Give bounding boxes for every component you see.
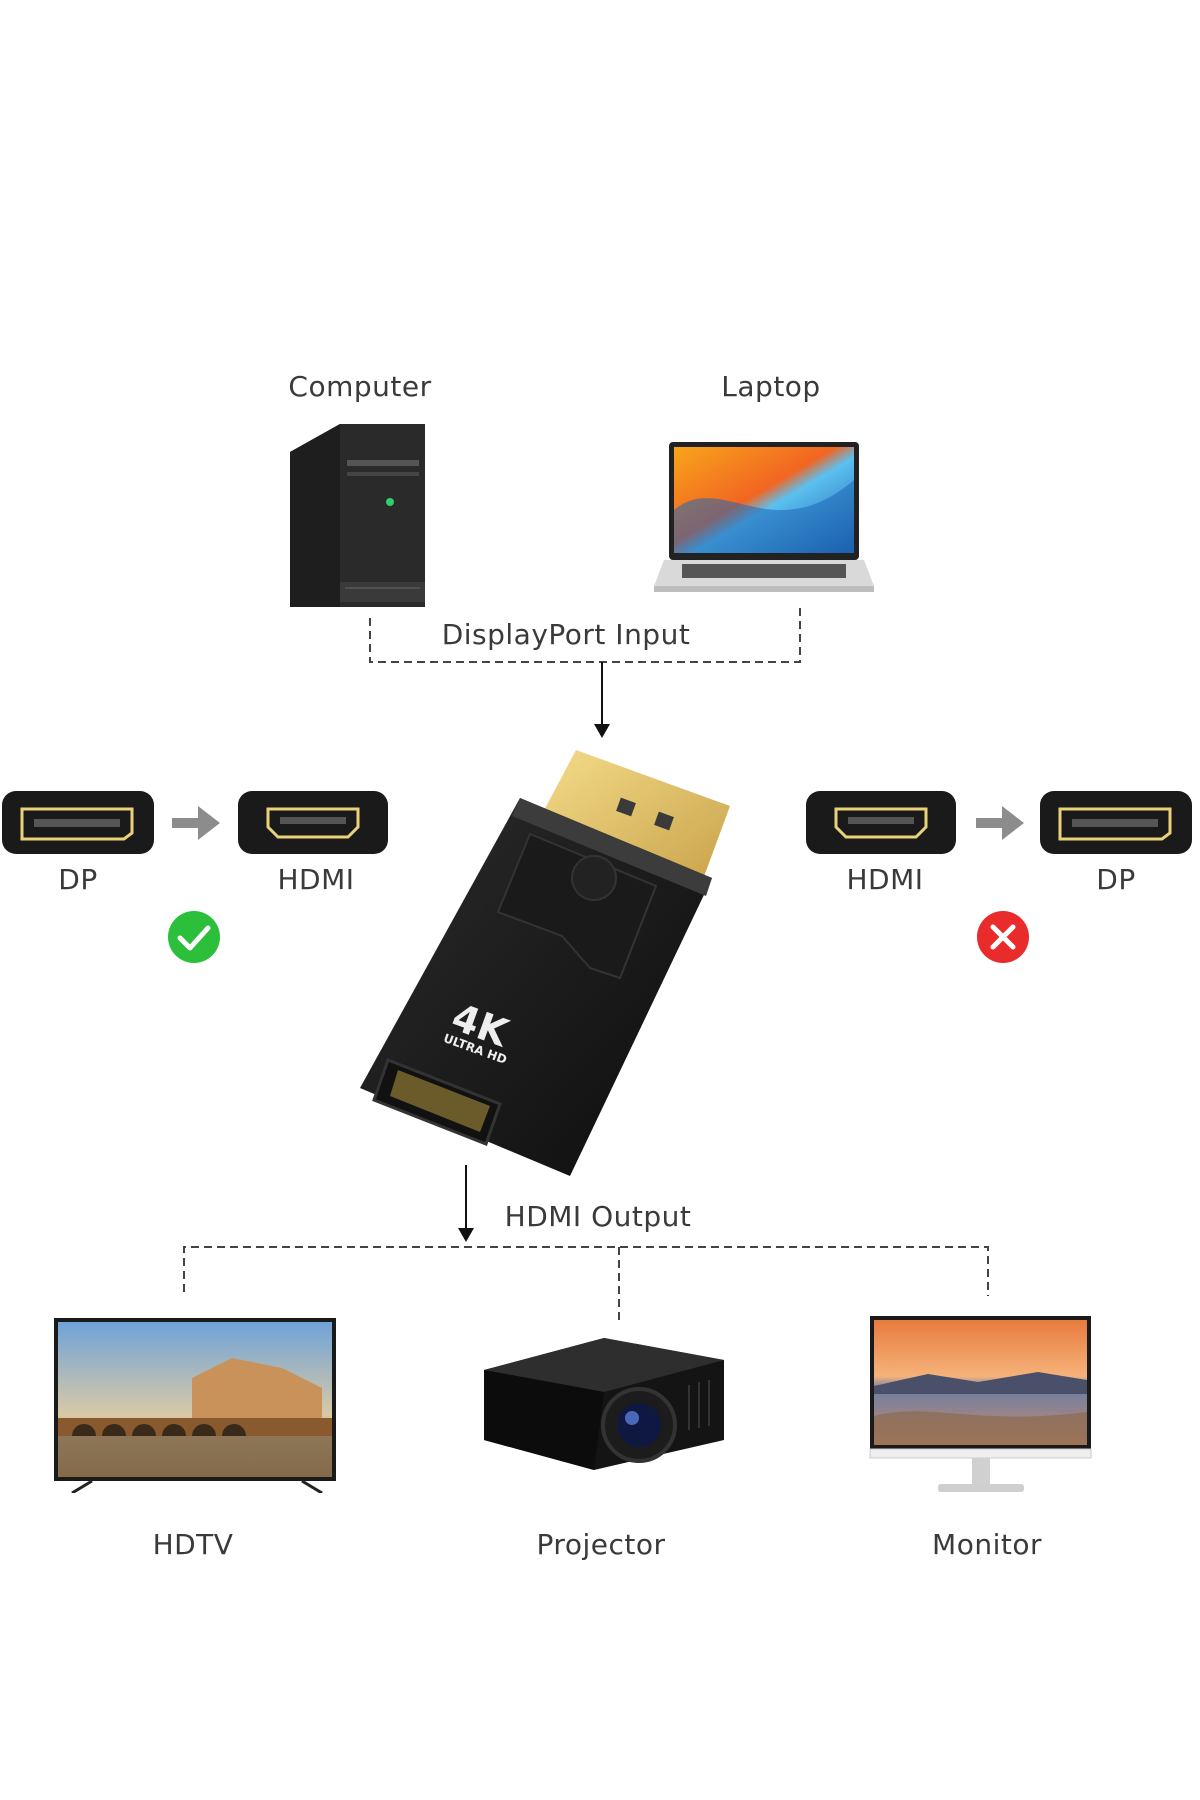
- dp-port-icon-right: [1040, 791, 1192, 854]
- monitor-icon: [869, 1316, 1092, 1492]
- arrow-right-icon-2: [976, 806, 1024, 840]
- hdmi-port-icon-right: [806, 791, 956, 854]
- hdmi-output-caption: HDMI Output: [504, 1200, 692, 1233]
- arrow-right-icon: [172, 806, 220, 840]
- computer-label: Computer: [288, 370, 432, 403]
- monitor-label: Monitor: [932, 1528, 1042, 1561]
- cross-icon: [977, 911, 1029, 963]
- dp-port-icon: [2, 791, 154, 854]
- displayport-input-caption: DisplayPort Input: [441, 618, 691, 651]
- laptop-icon: [654, 442, 874, 592]
- projector-icon: [484, 1338, 724, 1470]
- hdtv-icon: [54, 1318, 336, 1493]
- dp-label-left: DP: [58, 863, 98, 896]
- dp-label-right: DP: [1096, 863, 1136, 896]
- dp-to-hdmi-adapter-image: [360, 750, 730, 1176]
- hdmi-port-icon: [238, 791, 388, 854]
- hdtv-label: HDTV: [152, 1528, 234, 1561]
- hdmi-label-left: HDMI: [277, 863, 355, 896]
- projector-label: Projector: [536, 1528, 666, 1561]
- checkmark-icon: [168, 911, 220, 963]
- laptop-label: Laptop: [721, 370, 821, 403]
- computer-tower-icon: [290, 424, 425, 607]
- hdmi-label-right: HDMI: [846, 863, 924, 896]
